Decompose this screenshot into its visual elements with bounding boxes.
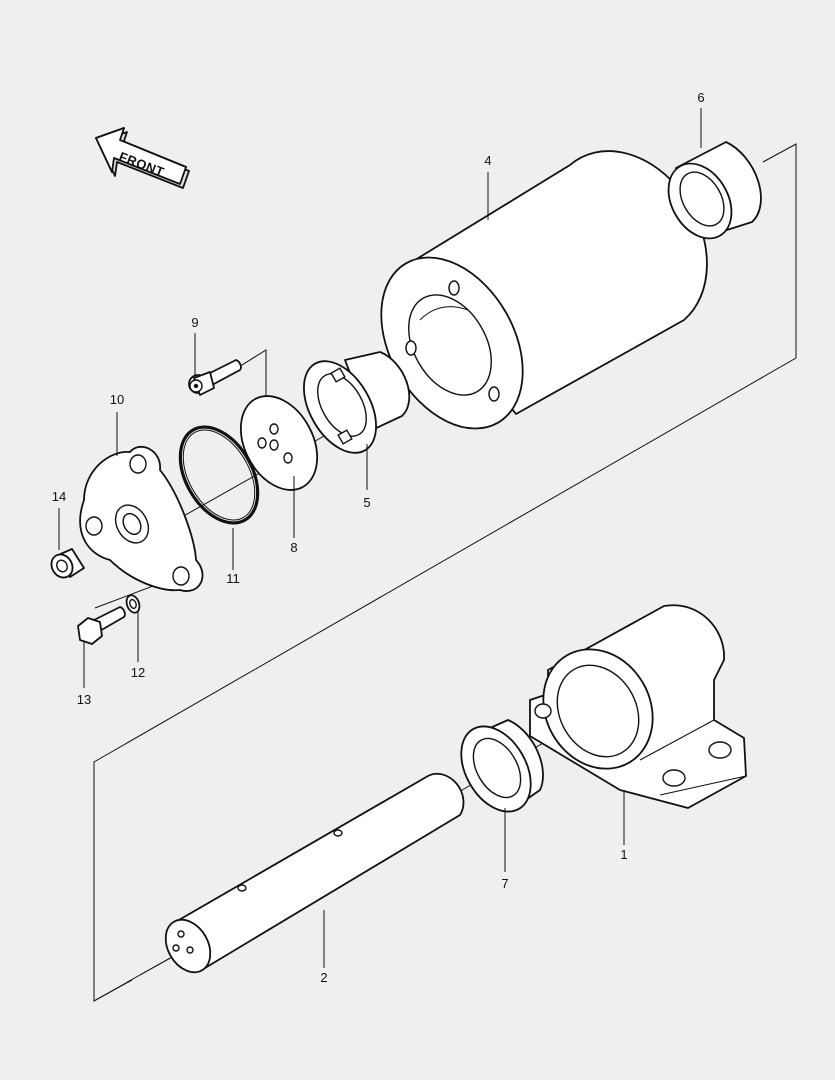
callout-9: 9: [191, 315, 198, 330]
leader-lines: [58, 108, 702, 968]
callout-1: 1: [620, 847, 627, 862]
part-13-hex-bolt: [77, 606, 126, 645]
callout-8: 8: [290, 540, 297, 555]
part-8-plate: [239, 395, 319, 491]
part-4-roller: [380, 150, 708, 430]
part-1-housing: [529, 604, 747, 809]
part-14-plug: [50, 548, 85, 579]
callout-14: 14: [52, 489, 66, 504]
part-2-pin: [164, 772, 465, 974]
callout-4: 4: [484, 153, 491, 168]
part-6-bushing: [667, 141, 762, 240]
part-5-flanged-bushing: [303, 351, 411, 454]
part-9-cap-screw: [188, 359, 242, 396]
part-7-seal-ring: [460, 719, 544, 813]
front-direction-arrow: FRONT: [95, 127, 190, 189]
callout-5: 5: [363, 495, 370, 510]
callout-2: 2: [320, 970, 327, 985]
callout-6: 6: [697, 90, 704, 105]
part-11-o-ring: [178, 425, 260, 525]
callout-7: 7: [501, 876, 508, 891]
part-10-cover-flange: [79, 446, 204, 592]
callout-10: 10: [110, 392, 124, 407]
callout-13: 13: [77, 692, 91, 707]
part-12-washer: [125, 594, 141, 614]
callout-12: 12: [131, 665, 145, 680]
callout-11: 11: [226, 571, 240, 586]
callout-labels: 1 2 4 5 6 7 8 9 10 11 12 13 14: [52, 90, 705, 985]
